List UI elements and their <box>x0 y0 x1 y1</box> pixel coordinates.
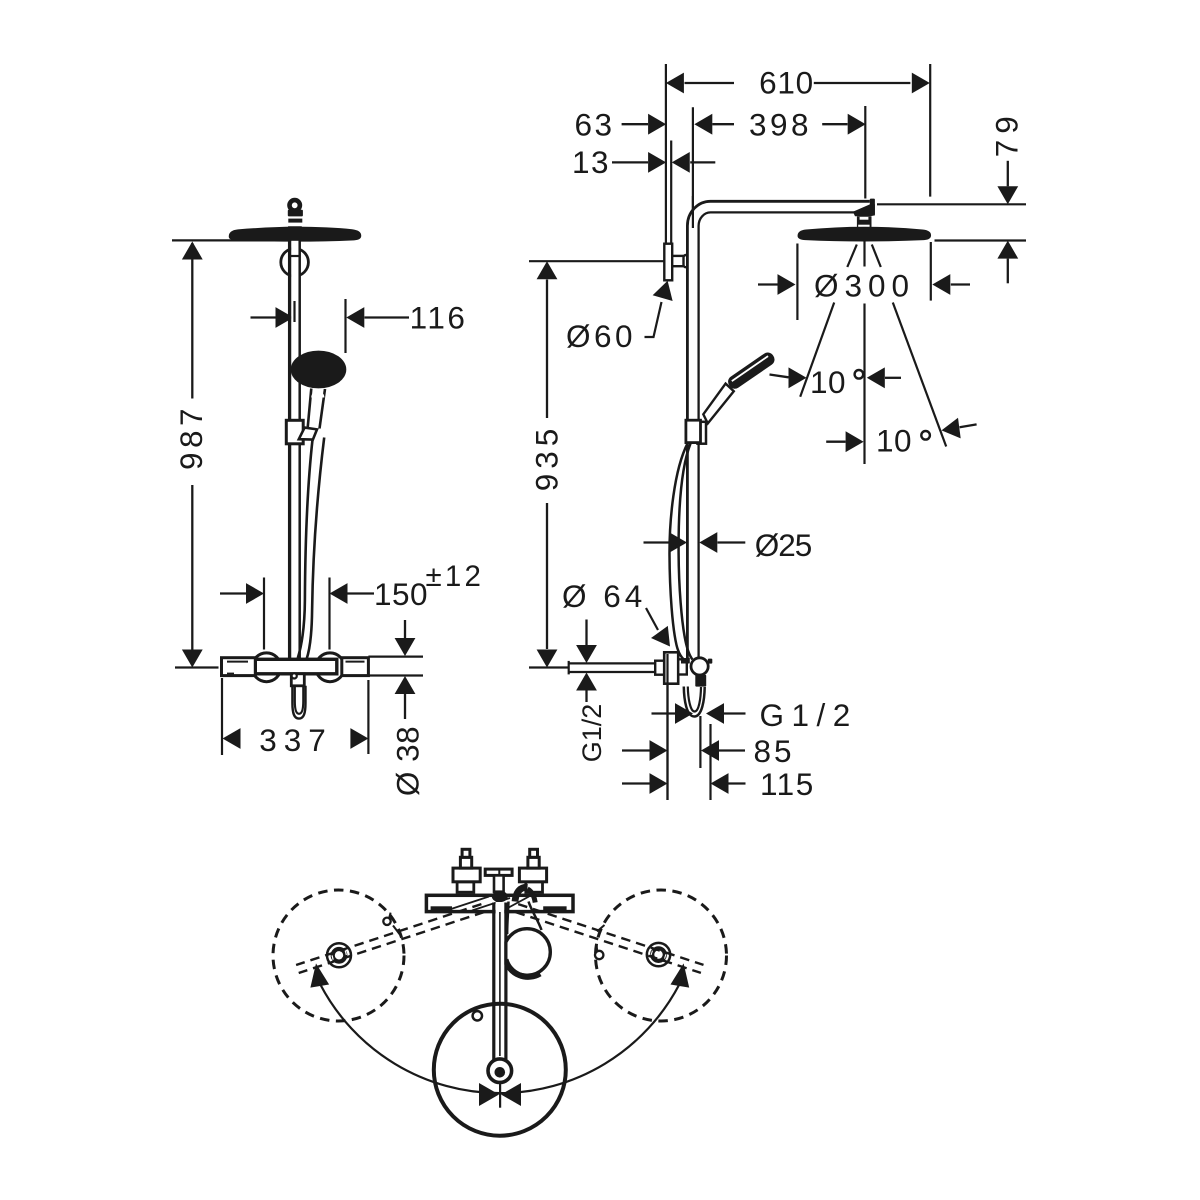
svg-text:10: 10 <box>876 423 912 459</box>
svg-text:10: 10 <box>810 364 846 400</box>
svg-text:987: 987 <box>173 404 209 470</box>
svg-text:G1/2: G1/2 <box>577 704 607 763</box>
svg-text:±12: ±12 <box>426 560 485 593</box>
svg-text:85: 85 <box>754 733 795 769</box>
svg-text:G1/2: G1/2 <box>760 697 858 733</box>
svg-text:398: 398 <box>749 107 812 143</box>
svg-text:115: 115 <box>760 766 815 802</box>
svg-text:150: 150 <box>374 576 428 612</box>
svg-text:13: 13 <box>572 144 610 180</box>
svg-text:935: 935 <box>529 424 565 492</box>
svg-text:Ø25: Ø25 <box>755 527 812 563</box>
svg-text:79: 79 <box>989 110 1025 157</box>
svg-text:116: 116 <box>410 300 468 336</box>
svg-text:Ø60: Ø60 <box>566 318 636 354</box>
svg-text:Ø300: Ø300 <box>814 268 915 304</box>
svg-text:Ø 64: Ø 64 <box>562 578 646 614</box>
svg-text:63: 63 <box>574 107 614 143</box>
svg-text:610: 610 <box>759 65 814 101</box>
svg-text:Ø 38: Ø 38 <box>390 726 426 796</box>
svg-text:337: 337 <box>259 722 333 758</box>
